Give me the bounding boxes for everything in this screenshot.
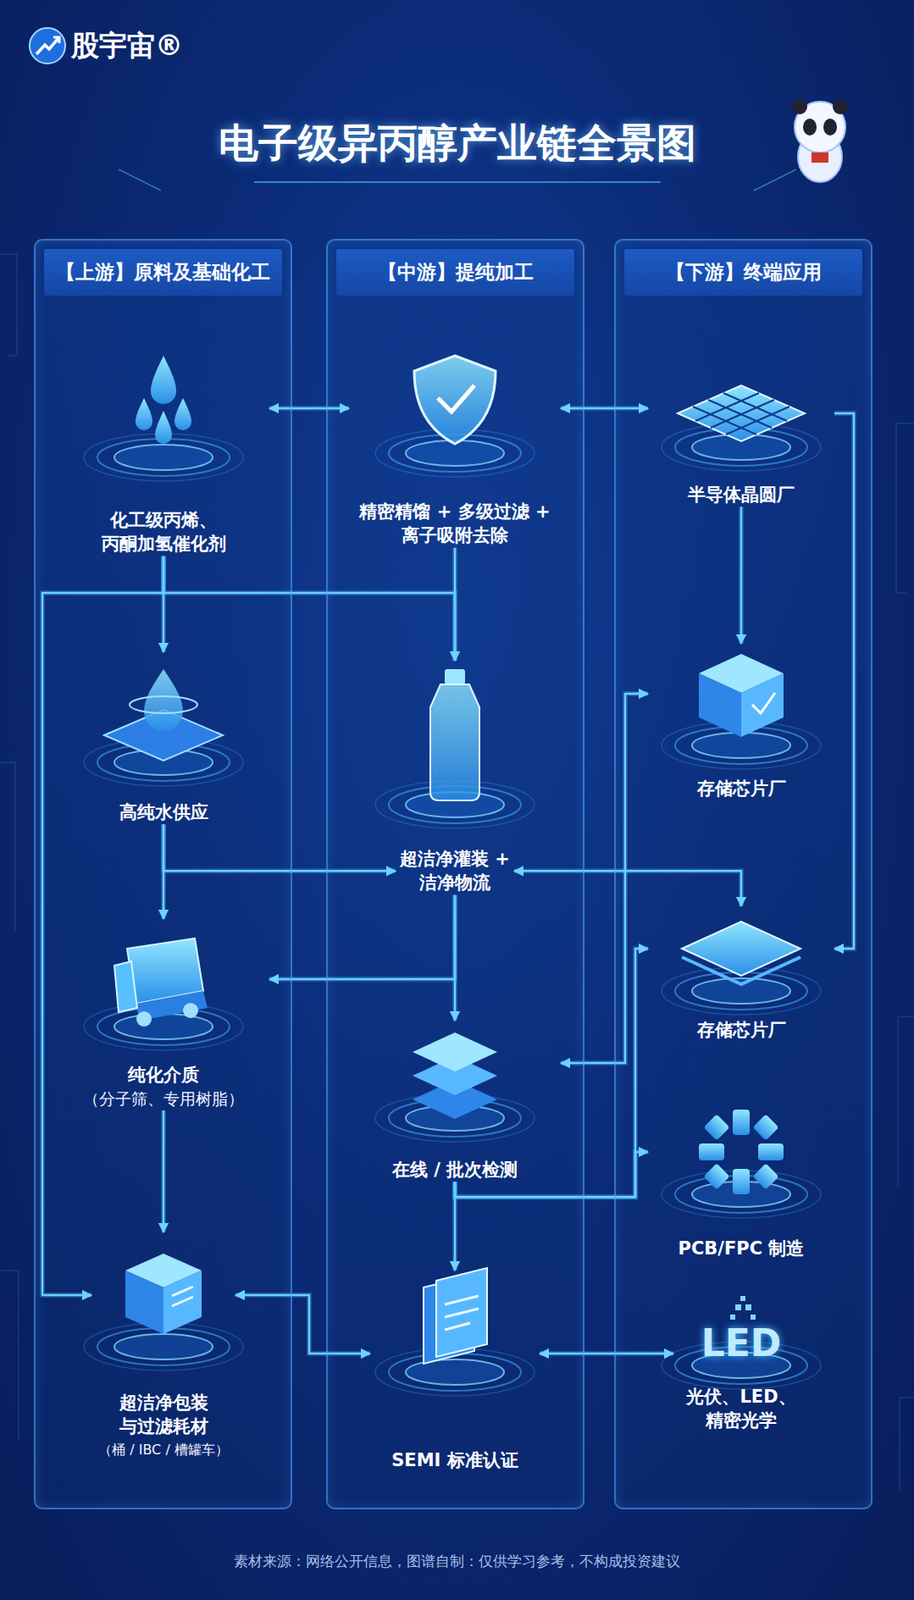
icon-water [104, 669, 223, 761]
node-label: 超洁净灌装 + 洁净物流 [395, 847, 515, 896]
node-box: 在线 / 批次检测 [348, 1020, 561, 1182]
connector-glow [452, 548, 458, 661]
connector-glow [269, 895, 455, 980]
node-label: 存储芯片厂 [648, 1018, 835, 1042]
icon-box [125, 1253, 202, 1335]
node-label: 超洁净包装 与过滤耗材 [91, 1390, 236, 1440]
icon-chip-box [698, 653, 784, 737]
node-label: 纯化介质 [57, 1063, 270, 1087]
column-panel: 【上游】原料及基础化工化工级丙烯、 丙酮加氢催化剂高纯水供应纯化介质（分子筛、专… [33, 238, 293, 1510]
node-box: 精密精馏 + 多级过滤 + 离子吸附去除 [348, 347, 561, 549]
node-box: PCB/FPC 制造 [648, 1101, 835, 1261]
node-box: 高纯水供应 [57, 652, 270, 825]
icon-flower [698, 1109, 784, 1195]
node-box: 存储芯片厂 [648, 906, 835, 1042]
icon-shield [414, 355, 496, 444]
node-box: 超洁净包装 与过滤耗材（桶 / IBC / 槽罐车） [91, 1232, 236, 1459]
node-label: 高纯水供应 [57, 800, 270, 825]
panel-fill [33, 238, 873, 1510]
icon-led-dots [730, 1296, 756, 1320]
connector-glow [160, 1110, 167, 1233]
connector-arrow [740, 506, 743, 644]
icon-truck [114, 938, 208, 1027]
connector-arrow [269, 895, 455, 980]
connector-glow [560, 405, 649, 411]
column-heading: 【中游】提纯加工 [336, 249, 575, 296]
node-label: PCB/FPC 制造 [648, 1236, 835, 1261]
connector-glow [163, 824, 396, 871]
icon-panel [681, 921, 801, 985]
connector-arrow [42, 556, 164, 1296]
node-label: 光伏、LED、 精密光学 [673, 1384, 809, 1434]
connector-glow [235, 1295, 371, 1354]
diagram-title: 电子级异丙醇产业链全景图 [0, 116, 914, 171]
node-box: 存储芯片厂 [648, 643, 835, 801]
node-sublabel: （桶 / IBC / 槽罐车） [91, 1440, 236, 1460]
node-box: SEMI 标准认证 [370, 1270, 540, 1473]
connector-glow [163, 556, 455, 661]
node-box: 光伏、LED、 精密光学 [673, 1304, 809, 1434]
icon-stack [412, 1032, 498, 1119]
text-label: 股宇宙® [71, 27, 183, 66]
connector-arrow [163, 556, 455, 661]
connector-arrow [539, 1352, 674, 1356]
node-sublabel: （分子筛、专用树脂） [57, 1088, 270, 1111]
mascot [792, 99, 848, 183]
column-panel: 【中游】提纯加工精密精馏 + 多级过滤 + 离子吸附去除超洁净灌装 + 洁净物流… [326, 238, 585, 1510]
icon-documents [423, 1268, 488, 1364]
connector-arrow [235, 1295, 371, 1354]
node-label: 精密精馏 + 多级过滤 + 离子吸附去除 [348, 499, 561, 549]
connector-arrow [269, 407, 349, 410]
caption: 素材来源：网络公开信息，图谱自制：仅供学习参考，不构成投资建议 [0, 1551, 914, 1572]
icon-wafer-grid [677, 385, 805, 442]
icon-drops [135, 355, 192, 444]
connector-arrow [560, 407, 649, 410]
node-label: SEMI 标准认证 [370, 1448, 540, 1473]
column-panel: 【下游】终端应用半导体晶圆厂存储芯片厂存储芯片厂PCB/FPC 制造光伏、LED… [614, 238, 873, 1510]
node-box: 超洁净灌装 + 洁净物流 [395, 660, 515, 896]
connector-glow [834, 413, 854, 949]
logo-mark [29, 27, 66, 64]
connector-glow [269, 405, 349, 411]
text-label: LED [690, 1321, 793, 1365]
column-heading: 【上游】原料及基础化工 [44, 249, 283, 296]
connector-arrow [162, 1110, 166, 1233]
connector-arrow [834, 413, 854, 949]
node-label: 半导体晶圆厂 [648, 482, 835, 507]
icon-bottle [430, 669, 480, 801]
node-box: 纯化介质（分子筛、专用树脂） [57, 919, 270, 1111]
node-label: 化工级丙烯、 丙酮加氢催化剂 [57, 508, 270, 557]
node-box: 化工级丙烯、 丙酮加氢催化剂 [57, 347, 270, 557]
node-box: 半导体晶圆厂 [648, 385, 835, 507]
connector-glow [738, 506, 744, 644]
connector-arrow [454, 548, 457, 661]
connector-glow [42, 556, 164, 1296]
node-label: 在线 / 批次检测 [348, 1157, 561, 1182]
column-heading: 【下游】终端应用 [624, 249, 863, 296]
connector-arrow [163, 824, 396, 871]
node-label: 存储芯片厂 [648, 776, 835, 801]
connector-glow [539, 1351, 674, 1357]
